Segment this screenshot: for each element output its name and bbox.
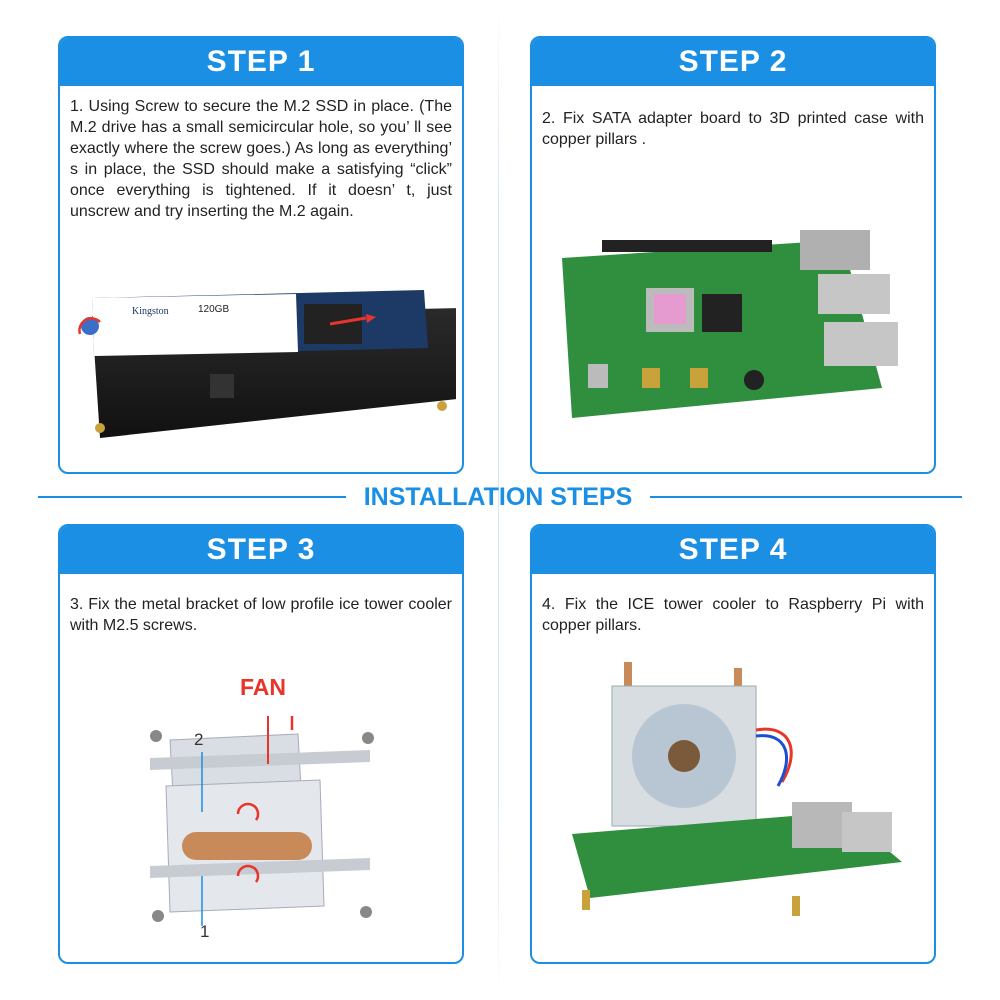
step-3-title: STEP 3 [60,526,462,574]
bracket-label-1: 1 [200,922,210,941]
soc-thermal-pad [654,294,686,324]
audio-jack [744,370,764,390]
section-title: INSTALLATION STEPS [363,483,633,511]
mounting-hole [95,423,105,433]
step-3-card: STEP 3 3. Fix the metal bracket of low p… [58,524,464,964]
raspberry-pi-board-image [562,230,898,418]
step-2-text: 2. Fix SATA adapter board to 3D printed … [542,110,924,148]
ssd-capacity: 120GB [198,304,229,315]
rotate-arrow-icon [236,802,260,821]
step-2-card: STEP 2 2. Fix SATA adapter board to 3D p… [530,36,936,474]
usb-c-port [588,364,608,388]
screw-icon [150,730,162,742]
step-2-title: STEP 2 [532,38,934,86]
micro-hdmi-port [642,368,660,388]
ssd-brand: Kingston [132,306,169,317]
screw-icon [362,732,374,744]
fan-hub [668,740,700,772]
step-4-title: STEP 4 [532,526,934,574]
heatpipe-top [734,668,742,694]
copper-pillar [582,890,590,910]
bracket-label-2: 2 [194,730,204,749]
ram-chip [702,294,742,332]
ssd-adapter-board-image: Kingston 120GB [78,290,456,438]
metal-bracket-bottom [150,858,370,878]
insert-arrow-icon [329,316,367,326]
section-divider-left [38,496,346,498]
section-divider-right [650,496,962,498]
rotate-arrow-icon [236,864,260,883]
mounting-hole [437,401,447,411]
ice-tower-bracket-image [150,716,374,926]
screw-icon [81,317,99,335]
copper-heatpipe [182,832,312,860]
ethernet-port [842,812,892,852]
ethernet-port [800,230,870,270]
copper-pillar [792,896,800,916]
vertical-divider [498,0,499,1000]
heatpipe-top [624,662,632,692]
usb2-port [824,322,898,366]
step-4-card: STEP 4 4. Fix the ICE tower cooler to Ra… [530,524,936,964]
step-1-card: STEP 1 1. Using Screw to secure the M.2 … [58,36,464,474]
step-3-text: 3. Fix the metal bracket of low profile … [70,596,452,634]
fan-wire-red [755,727,793,783]
metal-bracket-top [150,750,370,770]
gpio-header [602,240,772,252]
insert-arrow-head-icon [366,314,376,323]
screw-icon [360,906,372,918]
fan-label: FAN [240,674,286,700]
step-1-text: 1. Using Screw to secure the M.2 SSD in … [70,98,452,220]
rotate-arrow-icon [78,317,101,335]
fan-wire-blue [755,734,788,787]
usb3-port [818,274,890,314]
ice-tower-on-pi-image [572,662,902,916]
step-4-text: 4. Fix the ICE tower cooler to Raspberry… [542,596,924,634]
bridge-chip [210,374,234,398]
step-1-title: STEP 1 [60,38,462,86]
ssd-label [92,294,298,356]
screw-icon [152,910,164,922]
micro-hdmi-port [690,368,708,388]
